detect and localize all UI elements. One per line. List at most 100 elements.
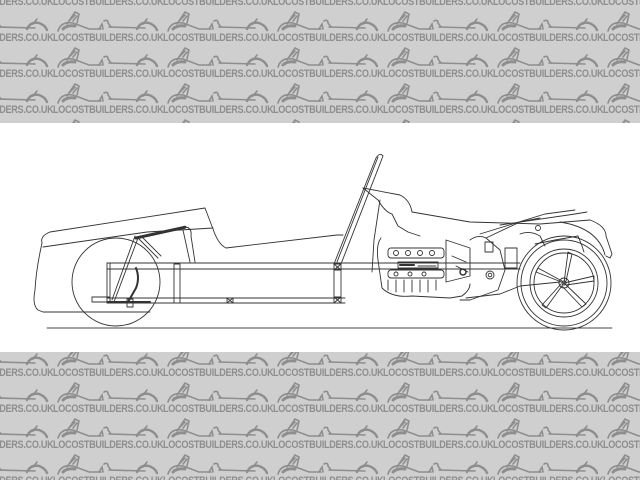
watermark-tile: LOCOSTBUILDERS.CO.UK (493, 81, 604, 117)
watermark-row: LOCOSTBUILDERS.CO.UK LOCOSTBUILDERS.CO.U… (0, 117, 640, 123)
watermark-tile: LOCOSTBUILDERS.CO.UK (0, 352, 54, 380)
watermark-tile: LOCOSTBUILDERS.CO.UK (53, 81, 164, 117)
watermark-text: LOCOSTBUILDERS.CO.UK (383, 104, 494, 116)
watermark-tile: LOCOSTBUILDERS.CO.UK (603, 452, 640, 480)
locost-car-logo-icon (277, 46, 379, 68)
watermark-row: LOCOSTBUILDERS.CO.UK LOCOSTBUILDERS.CO.U… (0, 416, 640, 452)
locost-car-logo-icon (57, 417, 159, 439)
watermark-text: LOCOSTBUILDERS.CO.UK (53, 403, 164, 415)
watermark-text: LOCOSTBUILDERS.CO.UK (0, 367, 54, 379)
watermark-tile: LOCOSTBUILDERS.CO.UK (603, 81, 640, 117)
watermark-tile: LOCOSTBUILDERS.CO.UK (53, 117, 163, 123)
watermark-band-bottom: LOCOSTBUILDERS.CO.UK LOCOSTBUILDERS.CO.U… (0, 352, 640, 480)
watermark-text: LOCOSTBUILDERS.CO.UK (383, 403, 494, 415)
watermark-text: LOCOSTBUILDERS.CO.UK (603, 68, 640, 80)
watermark-tile: LOCOSTBUILDERS.CO.UK (0, 9, 54, 45)
watermark-row: LOCOSTBUILDERS.CO.UK LOCOSTBUILDERS.CO.U… (0, 81, 640, 117)
watermark-band-top: LOCOSTBUILDERS.CO.UK LOCOSTBUILDERS.CO.U… (0, 0, 640, 123)
locost-car-logo-icon (277, 453, 379, 475)
watermark-text: LOCOSTBUILDERS.CO.UK (53, 32, 164, 44)
locost-car-logo-icon (607, 82, 640, 104)
locost-car-logo-icon (0, 90, 49, 104)
watermark-tile: LOCOSTBUILDERS.CO.UK (53, 352, 164, 380)
locost-car-logo-icon (387, 10, 489, 32)
watermark-tile: LOCOSTBUILDERS.CO.UK (603, 0, 640, 9)
watermark-text: LOCOSTBUILDERS.CO.UK (273, 403, 384, 415)
watermark-text: LOCOSTBUILDERS.CO.UK (0, 68, 54, 80)
watermark-text: LOCOSTBUILDERS.CO.UK (0, 475, 54, 480)
locost-car-logo-icon (277, 381, 379, 403)
locost-car-logo-icon (167, 10, 269, 32)
locost-car-logo-icon (497, 381, 599, 403)
watermark-text: LOCOSTBUILDERS.CO.UK (493, 403, 604, 415)
locost-car-logo-icon (277, 352, 379, 367)
watermark-tile: LOCOSTBUILDERS.CO.UK (493, 45, 604, 81)
watermark-tile: LOCOSTBUILDERS.CO.UK (163, 9, 274, 45)
watermark-text: LOCOSTBUILDERS.CO.UK (163, 367, 274, 379)
watermark-tile: LOCOSTBUILDERS.CO.UK (603, 9, 640, 45)
watermark-text: LOCOSTBUILDERS.CO.UK (493, 32, 604, 44)
watermark-text: LOCOSTBUILDERS.CO.UK (603, 403, 640, 415)
watermark-text: LOCOSTBUILDERS.CO.UK (383, 32, 494, 44)
locost-car-logo-icon (497, 10, 599, 32)
watermark-tile: LOCOSTBUILDERS.CO.UK (0, 380, 54, 416)
watermark-tile: LOCOSTBUILDERS.CO.UK (163, 452, 274, 480)
locost-car-logo-icon (277, 82, 379, 104)
watermark-row: LOCOSTBUILDERS.CO.UK LOCOSTBUILDERS.CO.U… (0, 352, 640, 380)
rear-body-outline (362, 187, 613, 259)
watermark-tile: LOCOSTBUILDERS.CO.UK (53, 452, 164, 480)
watermark-tile: LOCOSTBUILDERS.CO.UK (493, 352, 604, 380)
locost-car-logo-icon (497, 352, 599, 367)
locost-car-logo-icon (387, 417, 489, 439)
watermark-tile: LOCOSTBUILDERS.CO.UK (0, 45, 54, 81)
locost-car-logo-icon (0, 353, 49, 367)
locost-car-logo-icon (497, 82, 599, 104)
watermark-text: LOCOSTBUILDERS.CO.UK (273, 32, 384, 44)
watermark-text: LOCOSTBUILDERS.CO.UK (493, 68, 604, 80)
watermark-tile: LOCOSTBUILDERS.CO.UK (493, 117, 603, 123)
watermark-tile: LOCOSTBUILDERS.CO.UK (0, 416, 54, 452)
watermark-tile: LOCOSTBUILDERS.CO.UK (383, 380, 494, 416)
chassis-frame (106, 262, 521, 304)
locost-car-logo-icon (497, 453, 599, 475)
watermark-tile: LOCOSTBUILDERS.CO.UK (273, 352, 384, 380)
watermark-tile: LOCOSTBUILDERS.CO.UK (493, 452, 604, 480)
roll-bar (333, 153, 384, 265)
watermark-text: LOCOSTBUILDERS.CO.UK (163, 403, 274, 415)
watermark-tile: LOCOSTBUILDERS.CO.UK (163, 380, 274, 416)
watermark-text: LOCOSTBUILDERS.CO.UK (273, 367, 384, 379)
locost-car-logo-icon (607, 10, 640, 32)
locost-car-logo-icon (607, 417, 640, 439)
motorcycle-engine (376, 237, 471, 299)
watermark-text: LOCOSTBUILDERS.CO.UK (53, 0, 164, 8)
locost-car-logo-icon (57, 82, 159, 104)
watermark-tile: LOCOSTBUILDERS.CO.UK (53, 9, 164, 45)
watermark-text: LOCOSTBUILDERS.CO.UK (493, 367, 604, 379)
watermark-tile: LOCOSTBUILDERS.CO.UK (383, 416, 494, 452)
watermark-text: LOCOSTBUILDERS.CO.UK (383, 439, 494, 451)
locost-car-logo-icon (167, 417, 269, 439)
watermark-tile: LOCOSTBUILDERS.CO.UK (273, 416, 384, 452)
watermark-tile: LOCOSTBUILDERS.CO.UK (273, 9, 384, 45)
watermark-tile: LOCOSTBUILDERS.CO.UK (163, 81, 274, 117)
locost-car-logo-icon (497, 46, 599, 68)
locost-car-logo-icon (167, 46, 269, 68)
watermark-tile: LOCOSTBUILDERS.CO.UK (603, 416, 640, 452)
technical-drawing (0, 123, 640, 352)
watermark-text: LOCOSTBUILDERS.CO.UK (0, 104, 54, 116)
locost-car-logo-icon (57, 381, 159, 403)
watermark-tile: LOCOSTBUILDERS.CO.UK (273, 117, 383, 123)
watermark-text: LOCOSTBUILDERS.CO.UK (273, 439, 384, 451)
watermark-text: LOCOSTBUILDERS.CO.UK (0, 439, 54, 451)
watermark-tile: LOCOSTBUILDERS.CO.UK (53, 0, 164, 9)
locost-car-logo-icon (0, 461, 49, 475)
locost-car-logo-icon (57, 46, 159, 68)
locost-car-logo-icon (167, 453, 269, 475)
locost-car-logo-icon (167, 381, 269, 403)
watermark-tile: LOCOSTBUILDERS.CO.UK (0, 452, 54, 480)
watermark-tile: LOCOSTBUILDERS.CO.UK (603, 117, 640, 123)
watermark-tile: LOCOSTBUILDERS.CO.UK (603, 352, 640, 380)
watermark-tile: LOCOSTBUILDERS.CO.UK (53, 416, 164, 452)
watermark-text: LOCOSTBUILDERS.CO.UK (273, 104, 384, 116)
watermark-text: LOCOSTBUILDERS.CO.UK (53, 367, 164, 379)
